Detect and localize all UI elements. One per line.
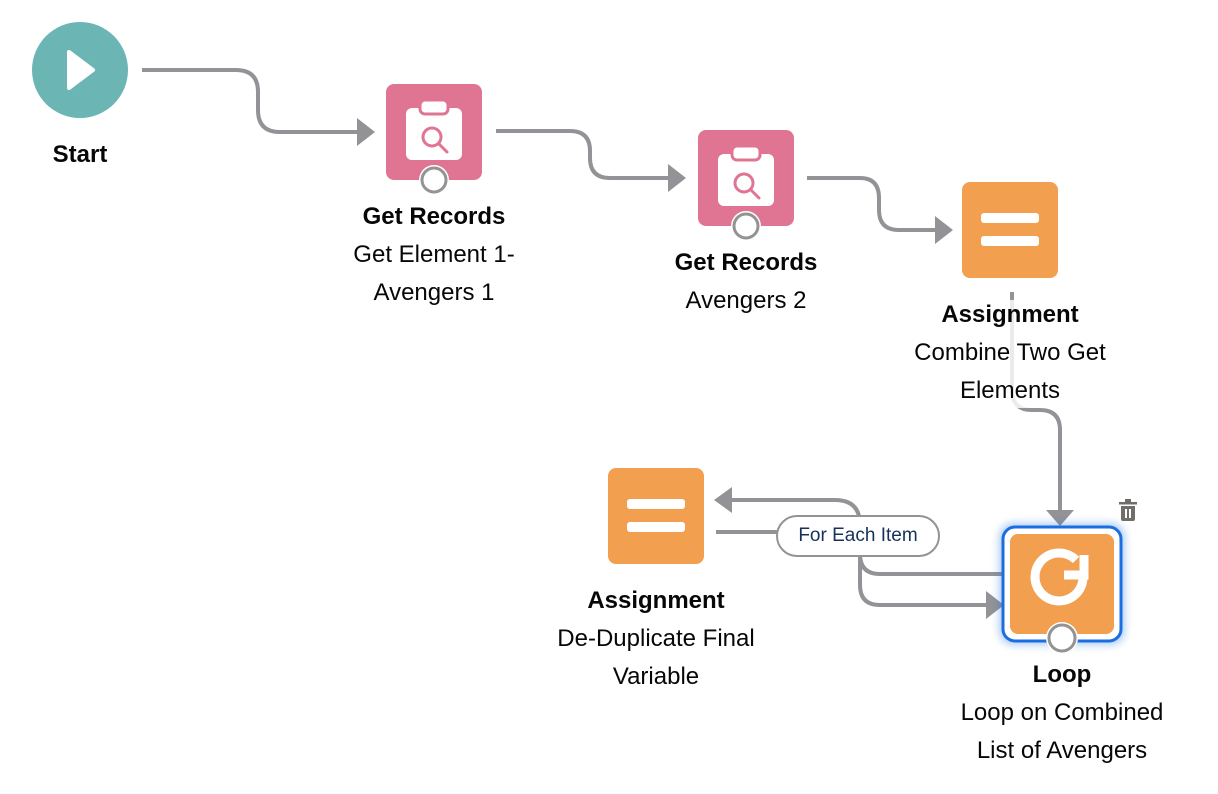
start-node[interactable] <box>32 22 128 118</box>
node-name-line: De-Duplicate Final <box>557 625 755 652</box>
clipboard-search-icon <box>406 98 462 160</box>
loop-label: Loop Loop on Combined List of Avengers <box>922 656 1202 770</box>
arrowhead <box>1046 510 1074 526</box>
node-type-label: Get Records <box>362 203 506 230</box>
connector-port[interactable] <box>732 212 760 240</box>
loop-icon <box>1030 548 1089 606</box>
node-name-line: Avengers 1 <box>373 279 495 306</box>
node-type-label: Assignment <box>941 301 1079 328</box>
connector-start-to-get1[interactable] <box>142 68 357 134</box>
arrowhead <box>935 216 953 244</box>
assignment-node-2[interactable] <box>608 468 704 564</box>
node-type-label: Start <box>52 141 108 168</box>
get-records-1-label: Get Records Get Element 1- Avengers 1 <box>314 198 554 312</box>
connector-port[interactable] <box>420 166 448 194</box>
trash-icon[interactable] <box>1118 499 1138 521</box>
get-records-node-1[interactable] <box>386 84 482 195</box>
arrowhead <box>986 591 1004 619</box>
get-records-2-label: Get Records Avengers 2 <box>626 244 866 320</box>
arrowhead <box>714 487 732 513</box>
equals-icon <box>627 499 685 532</box>
node-type-label: Loop <box>1032 661 1092 688</box>
arrowhead <box>357 118 375 146</box>
node-name-line: Combine Two Get <box>914 339 1106 366</box>
connector-get2-to-assign1[interactable] <box>807 176 935 232</box>
assignment-node-1[interactable] <box>962 182 1058 278</box>
loop-node[interactable] <box>999 523 1125 654</box>
node-name-line: Avengers 2 <box>685 287 807 314</box>
node-name-line: Variable <box>612 663 700 690</box>
node-name-line: Elements <box>959 377 1061 404</box>
arrowhead <box>668 164 686 192</box>
assignment-1-label: Assignment Combine Two Get Elements <box>880 296 1140 410</box>
node-type-label: Get Records <box>674 249 818 276</box>
start-label: Start <box>20 136 140 174</box>
node-name-line: Get Element 1- <box>353 241 515 268</box>
assignment-2-label: Assignment De-Duplicate Final Variable <box>526 582 786 696</box>
connector-get1-to-get2[interactable] <box>496 129 668 180</box>
node-type-label: Assignment <box>587 587 725 614</box>
play-icon <box>67 50 95 90</box>
get-records-node-2[interactable] <box>698 130 794 241</box>
node-name-line: List of Avengers <box>976 737 1148 764</box>
node-name-line: Loop on Combined <box>960 699 1164 726</box>
clipboard-search-icon <box>718 144 774 206</box>
connector-port[interactable] <box>1047 623 1077 653</box>
loop-connector-label[interactable]: For Each Item <box>776 515 940 557</box>
equals-icon <box>981 213 1039 246</box>
